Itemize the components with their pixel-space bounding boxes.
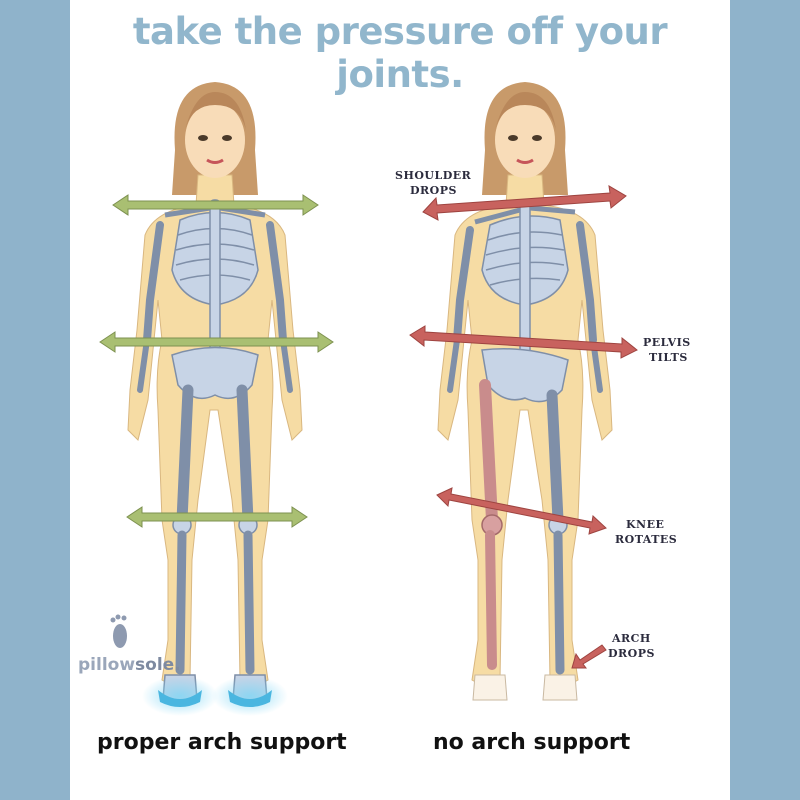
body: [437, 174, 613, 691]
spine: [209, 199, 221, 356]
insole-glow: [142, 676, 218, 716]
insole-glow: [212, 676, 288, 716]
knee-level-arrow: [126, 506, 308, 528]
spine: [519, 199, 531, 356]
eye: [222, 135, 232, 141]
headline: take the pressure off your joints.: [132, 10, 668, 96]
shin-bone-right: [553, 530, 565, 675]
shin-bones: [175, 530, 255, 675]
svg-text:pillowsole.: pillowsole.: [78, 655, 181, 675]
right-frame-bar: [730, 0, 800, 800]
mouth: [516, 158, 534, 164]
eye: [532, 135, 542, 141]
femurs: [176, 384, 254, 526]
pillowsole-logo: pillowsole.: [78, 614, 181, 675]
knee-label-line2: ROTATES: [615, 533, 677, 546]
arch-label-line1: ARCH: [611, 632, 651, 645]
skeleton: [447, 199, 603, 675]
bare-feet: [472, 674, 578, 701]
pelvis-level-arrow: [99, 331, 334, 353]
eye: [198, 135, 208, 141]
upper-arm-bones: [453, 221, 597, 344]
shin-bone-left: [485, 530, 497, 670]
knee-label-line1: KNEE: [626, 518, 664, 531]
forearm-bones: [137, 337, 293, 393]
hair-fringe: [185, 92, 246, 130]
insole: [228, 690, 272, 707]
femur-left: [479, 379, 498, 526]
footprint-icon: [113, 624, 127, 648]
eye: [508, 135, 518, 141]
misalignment-arrows: [409, 185, 638, 669]
body: [127, 174, 303, 691]
mouth: [206, 158, 224, 164]
brand-text-part2: sole.: [135, 655, 181, 675]
hair-fringe: [495, 92, 556, 130]
pelvis-label-line2: TILTS: [649, 351, 688, 364]
left-frame-bar: [0, 0, 70, 800]
femur-right: [546, 389, 564, 526]
pelvis-tilt-arrow: [409, 325, 638, 359]
caption-no-support: no arch support: [433, 730, 631, 755]
shoulder-level-arrow: [112, 194, 319, 216]
insole: [158, 690, 202, 707]
face: [495, 102, 555, 178]
shoulder-label-line2: DROPS: [410, 184, 457, 197]
knee-rotate-arrow: [436, 487, 607, 535]
caption-proper-support: proper arch support: [97, 730, 347, 755]
shoulder-drop-arrow: [422, 185, 627, 221]
affected-leg: [479, 379, 503, 670]
pelvis-label-line1: PELVIS: [643, 336, 691, 349]
clavicles: [474, 205, 576, 225]
upper-arm-bones: [143, 221, 287, 344]
shoulder-label-line1: SHOULDER: [395, 169, 472, 182]
arch-label-line2: DROPS: [608, 647, 655, 660]
alignment-arrows: [99, 194, 334, 528]
face: [185, 102, 245, 178]
figure-aligned: [99, 82, 334, 716]
arch-drop-arrow: [571, 644, 607, 669]
brand-text-part1: pillow: [78, 655, 135, 675]
figure-misaligned: SHOULDER DROPS PELVIS TILTS KNEE ROTATES…: [395, 82, 691, 701]
